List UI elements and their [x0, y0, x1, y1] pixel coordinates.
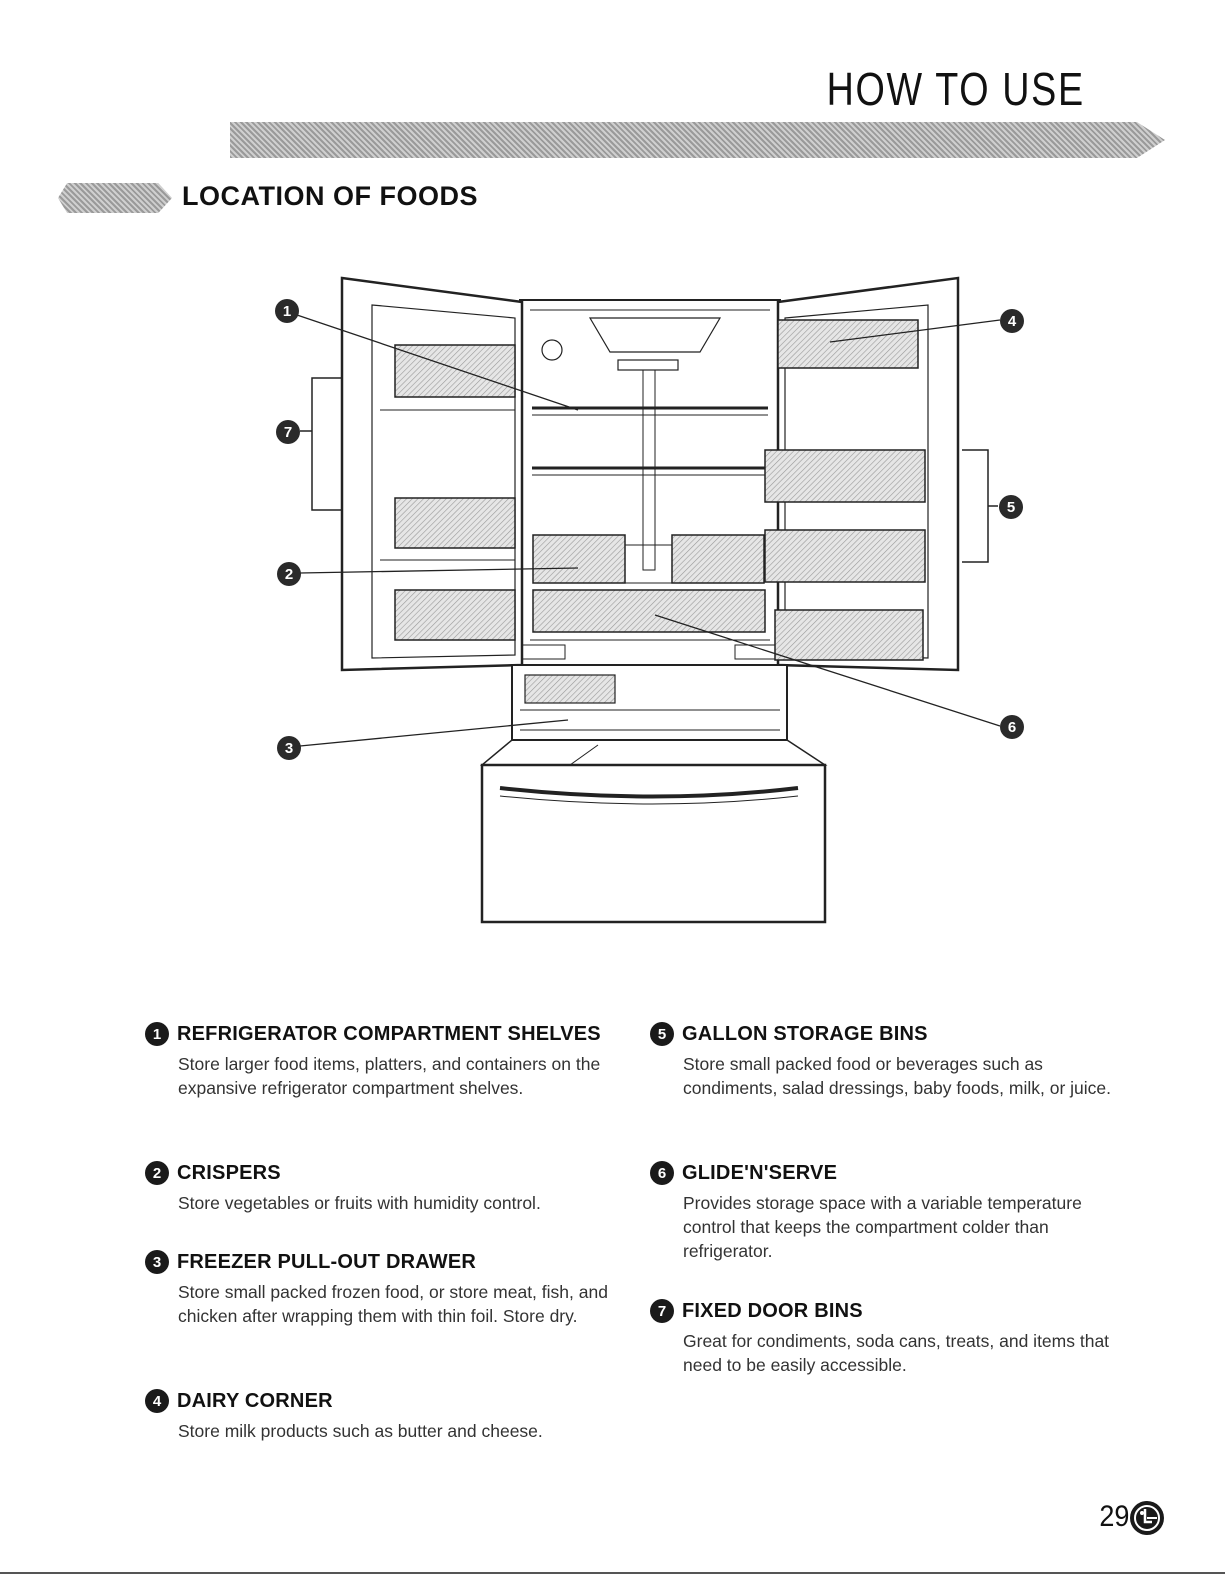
item-title: FREEZER PULL-OUT DRAWER: [177, 1250, 477, 1273]
item-description: Store small packed food or beverages suc…: [683, 1054, 1111, 1098]
callout-2: 2: [277, 562, 301, 586]
section-pill: [58, 183, 172, 213]
item-number-badge: 1: [145, 1022, 169, 1046]
header-bar: [230, 122, 1165, 158]
freezer-handle: [499, 786, 799, 799]
left-door-bin-3: [394, 589, 516, 641]
item-description: Provides storage space with a variable t…: [683, 1193, 1082, 1261]
svg-text:1: 1: [283, 303, 291, 320]
refrigerator-diagram: 1 2 3 4 5 6 7: [275, 276, 1024, 924]
item-number-badge: 7: [650, 1299, 674, 1323]
callout-3: 3: [277, 736, 301, 760]
svg-text:3: 3: [285, 740, 293, 757]
item-fixed-door-bins: 7 FIXED DOOR BINS Great for condiments, s…: [650, 1299, 1110, 1377]
svg-text:7: 7: [284, 424, 292, 441]
item-refrigerator-shelves: 1 REFRIGERATOR COMPARTMENT SHELVES Store …: [145, 1022, 605, 1100]
freezer-drawer: [480, 763, 827, 924]
item-title: GLIDE'N'SERVE: [682, 1161, 838, 1184]
item-title: CRISPERS: [177, 1161, 281, 1184]
light-housing: [588, 317, 722, 353]
item-description: Store small packed frozen food, or store…: [178, 1282, 608, 1326]
item-freezer-drawer: 3 FREEZER PULL-OUT DRAWER Store small pac…: [145, 1250, 608, 1328]
item-number-badge: 2: [145, 1161, 169, 1185]
bottom-rule: [0, 1572, 1225, 1574]
section-title: LOCATION OF FOODS: [182, 181, 478, 211]
item-number-badge: 3: [145, 1250, 169, 1274]
item-title: DAIRY CORNER: [177, 1389, 333, 1412]
right-door-bin-1: [764, 449, 926, 503]
svg-text:2: 2: [285, 566, 293, 583]
right-door-bin-2: [764, 529, 926, 583]
item-glide-n-serve: 6 GLIDE'N'SERVE Provides storage space wi…: [650, 1161, 1110, 1263]
item-description: Store milk products such as butter and c…: [178, 1421, 543, 1441]
item-gallon-bins: 5 GALLON STORAGE BINS Store small packed …: [650, 1022, 1111, 1100]
lg-logo-icon: [1130, 1501, 1164, 1535]
item-description: Store larger food items, platters, and c…: [178, 1054, 601, 1098]
callout-4: 4: [1000, 309, 1024, 333]
page-number: 29: [1098, 1500, 1129, 1533]
right-door-bin-3: [774, 609, 924, 661]
crisper-right: [671, 534, 765, 584]
item-number-badge: 4: [145, 1389, 169, 1413]
item-number-badge: 5: [650, 1022, 674, 1046]
callout-6: 6: [1000, 715, 1024, 739]
callout-1: 1: [275, 299, 299, 323]
item-description: Great for condiments, soda cans, treats,…: [683, 1331, 1110, 1375]
header-title: HOW TO USE: [826, 63, 1085, 115]
item-description: Store vegetables or fruits with humidity…: [178, 1193, 541, 1213]
item-number-badge: 6: [650, 1161, 674, 1185]
glide-n-serve: [532, 589, 766, 633]
item-dairy-corner: 4 DAIRY CORNER Store milk products such a…: [145, 1389, 605, 1443]
callout-7: 7: [276, 420, 300, 444]
item-crispers: 2 CRISPERS Store vegetables or fruits wit…: [145, 1161, 605, 1215]
callout-5: 5: [999, 495, 1023, 519]
item-title: REFRIGERATOR COMPARTMENT SHELVES: [177, 1022, 601, 1045]
svg-text:5: 5: [1007, 499, 1015, 516]
dairy-corner-bin: [777, 319, 919, 369]
item-title: FIXED DOOR BINS: [682, 1299, 863, 1322]
left-door-bin-2: [394, 497, 516, 549]
crisper-left: [532, 534, 626, 584]
left-door-bin-1: [394, 344, 516, 398]
svg-text:4: 4: [1008, 313, 1017, 330]
callout-badges: 1 2 3 4 5 6 7: [275, 299, 1024, 760]
item-title: GALLON STORAGE BINS: [682, 1022, 928, 1045]
svg-text:6: 6: [1008, 719, 1016, 736]
